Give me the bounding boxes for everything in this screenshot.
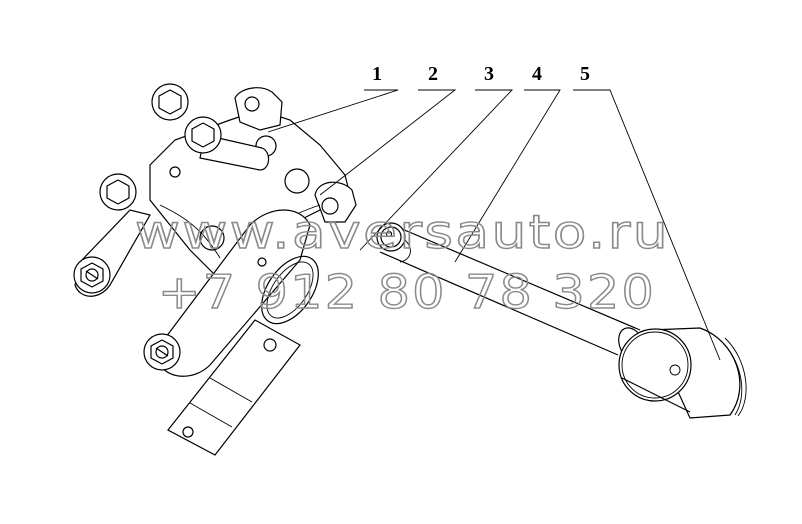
bolt-3: [99, 173, 137, 211]
leader-4: [454, 89, 561, 263]
tappet: [618, 327, 747, 419]
watermark-phone: +7 912 80 78 320: [158, 265, 656, 319]
callout-4: 4: [532, 63, 542, 85]
callout-2: 2: [428, 63, 438, 85]
watermark-url: www.aversauto.ru: [135, 205, 670, 259]
support-plate: [167, 319, 301, 456]
leader-3: [359, 89, 514, 251]
callout-5: 5: [580, 63, 590, 85]
bolt-2: [184, 116, 222, 154]
rocker-arm-upper: [73, 209, 151, 297]
watermark: www.aversauto.ru +7 912 80 78 320: [134, 204, 670, 319]
bracket-assembly: [99, 83, 357, 281]
bolt-1: [151, 83, 189, 121]
leader-1: [267, 89, 399, 133]
leader-2: [319, 89, 457, 196]
callout-3: 3: [484, 63, 494, 85]
rocker-arm-lower: [143, 209, 319, 377]
callout-leaders: [267, 89, 721, 361]
callout-1: 1: [372, 63, 382, 85]
callout-labels: 1 2 3 4 5: [372, 63, 590, 85]
leader-5: [573, 89, 721, 361]
